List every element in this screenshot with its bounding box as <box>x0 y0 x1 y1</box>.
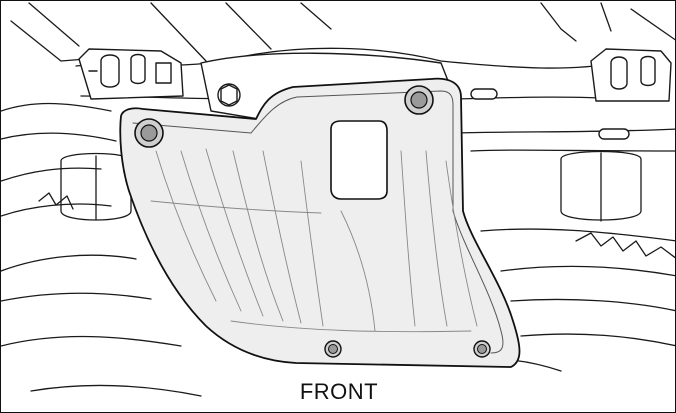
right-mount-bracket <box>590 48 672 102</box>
bolt-bottom-right <box>473 340 491 358</box>
chassis-background <box>1 2 675 397</box>
bolt-top-left <box>134 118 164 148</box>
skid-plate <box>119 77 521 368</box>
bolt-top-right <box>404 85 434 115</box>
front-direction-label: FRONT <box>299 379 379 404</box>
bolt-bottom-middle <box>324 340 342 358</box>
left-mount-bracket <box>78 48 184 100</box>
